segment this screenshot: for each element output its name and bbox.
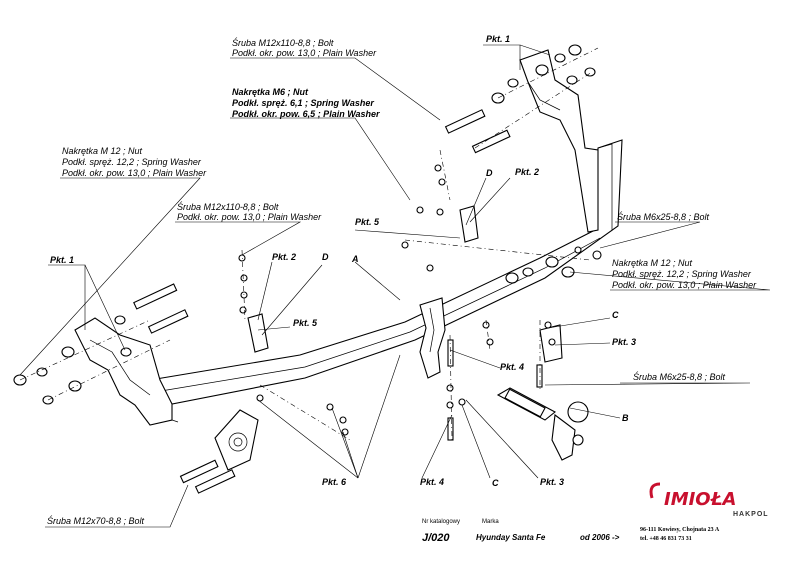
- left-side-bracket: [74, 317, 173, 426]
- company-address: 96-111 Kowiesy, Chojnata 23 A: [640, 527, 720, 533]
- part-letter-b: B: [622, 413, 629, 423]
- bolts: [133, 109, 543, 494]
- model-year: od 2006 ->: [580, 533, 620, 542]
- annotation-bolt-m6-right2: Śruba M6x25-8,8 ; Bolt: [633, 371, 726, 382]
- pkt4-mid-label: Pkt. 4: [500, 362, 524, 372]
- annotation-line: Podkł. okr. pow. 13,0 ; Plain Washer: [232, 48, 377, 58]
- pkt4-bottom-label: Pkt. 4: [420, 477, 444, 487]
- catalog-caption: Nr katalogowy: [422, 519, 460, 525]
- brand-caption: Marka: [482, 519, 499, 525]
- pkt3-bottom-label: Pkt. 3: [540, 477, 564, 487]
- pkt2-top-label: Pkt. 2: [515, 167, 539, 177]
- pkt2-mid-label: Pkt. 2: [272, 252, 296, 262]
- pkt5-top-label: Pkt. 5: [355, 217, 380, 227]
- annotation-line: Nakrętka M 12 ; Nut: [612, 258, 693, 268]
- annotation-bolt-top: Śruba M12x110-8,8 ; Bolt Podkł. okr. pow…: [232, 37, 377, 58]
- annotation-line: Podkł. okr. pow. 13,0 ; Plain Washer: [62, 168, 207, 178]
- company-name: IMIOŁA: [664, 489, 736, 510]
- part-letter-c-bottom: C: [492, 478, 499, 488]
- annotation-bolt-bottom: Śruba M12x70-8,8 ; Bolt: [47, 515, 145, 526]
- annotation-nut-m12-left: Nakrętka M 12 ; Nut Podkł. spręż. 12,2 ;…: [62, 146, 207, 178]
- plate-d-right: [459, 205, 479, 243]
- annotation-line: Śruba M12x110-8,8 ; Bolt: [232, 37, 334, 48]
- annotation-nut-m12-right: Nakrętka M 12 ; Nut Podkł. spręż. 12,2 ;…: [612, 258, 757, 290]
- part-letter-d-mid: D: [322, 252, 329, 262]
- pkt6-label: Pkt. 6: [322, 477, 347, 487]
- leader-lines: [19, 44, 771, 528]
- part-letter-c-right: C: [612, 310, 619, 320]
- pkt3-right-label: Pkt. 3: [612, 337, 636, 347]
- title-block: Nr katalogowy J/020 Marka Hyunday Santa …: [422, 519, 620, 544]
- part-letter-d-top: D: [486, 168, 493, 178]
- center-drop-bracket: [419, 297, 446, 379]
- part-letter-a: A: [351, 254, 359, 264]
- pkt5-mid-label: Pkt. 5: [293, 318, 318, 328]
- right-side-bracket: [519, 49, 599, 233]
- crossbar-part-a: [148, 139, 623, 423]
- annotation-line: Nakrętka M6 ; Nut: [232, 87, 309, 97]
- company-phone: tel. +48 46 831 73 31: [640, 536, 692, 542]
- annotation-line: Podkł. spręż. 6,1 ; Spring Washer: [232, 98, 374, 108]
- annotation-line: Podkł. okr. pow. 13,0 ; Plain Washer: [177, 212, 322, 222]
- annotation-bolt-m6-right: Śruba M6x25-8,8 ; Bolt: [617, 211, 710, 222]
- plate-d-left: [247, 313, 269, 353]
- annotation-line: Nakrętka M 12 ; Nut: [62, 146, 143, 156]
- annotation-line: Podkł. spręż. 12,2 ; Spring Washer: [612, 269, 752, 279]
- annotation-line: Śruba M12x110-8,8 ; Bolt: [177, 201, 279, 212]
- annotation-line: Podkł. okr. pow. 13,0 ; Plain Washer: [612, 280, 757, 290]
- annotation-nut-m6: Nakrętka M6 ; Nut Podkł. spręż. 6,1 ; Sp…: [232, 87, 380, 119]
- centre-lines: [19, 47, 599, 441]
- socket-plate: [214, 409, 259, 471]
- vehicle-model: Hyunday Santa Fe: [476, 533, 546, 542]
- washers-and-nuts: [13, 44, 602, 436]
- tow-ball-b: [496, 387, 589, 461]
- pkt1-top-label: Pkt. 1: [486, 34, 510, 44]
- company-sub: HAKPOL: [733, 511, 769, 518]
- catalog-code: J/020: [422, 532, 450, 544]
- pkt1-left-label: Pkt. 1: [50, 255, 74, 265]
- annotation-line: Podkł. okr. pow. 6,5 ; Plain Washer: [232, 109, 380, 119]
- annotation-line: Podkł. spręż. 12,2 ; Spring Washer: [62, 157, 202, 167]
- company-logo: IMIOŁA HAKPOL: [649, 482, 769, 518]
- annotation-bolt-mid: Śruba M12x110-8,8 ; Bolt Podkł. okr. pow…: [177, 201, 322, 222]
